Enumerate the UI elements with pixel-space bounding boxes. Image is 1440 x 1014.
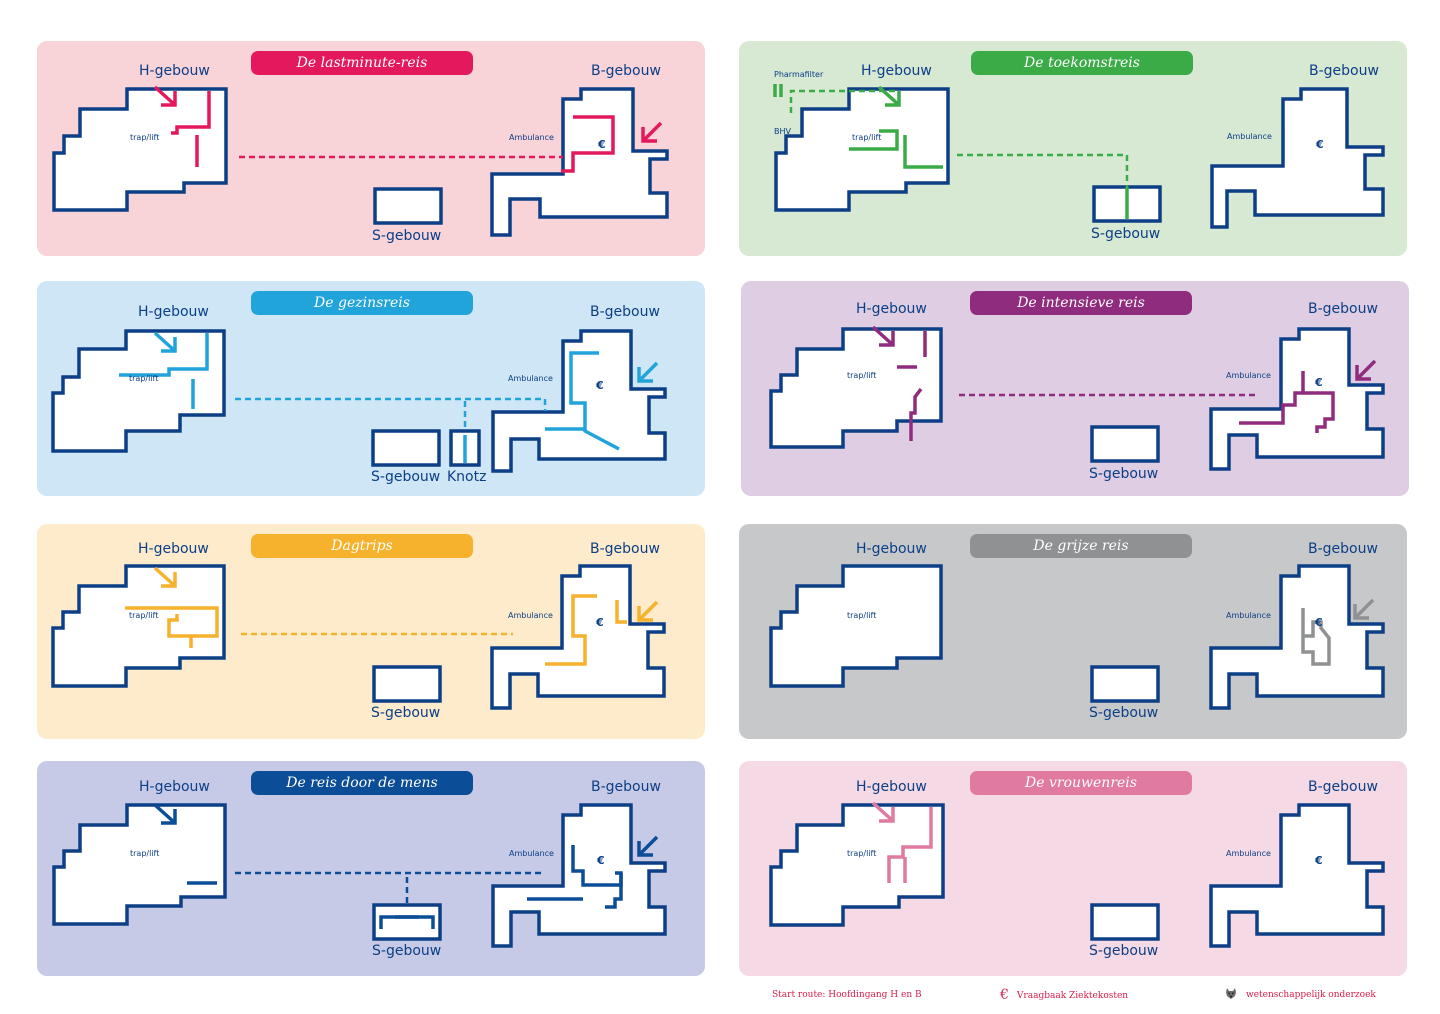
panel-reis-door-de-mens: De reis door de mens H-gebouw B-gebouw S… <box>37 761 705 976</box>
ambulance-label: Ambulance <box>1226 371 1271 380</box>
h-gebouw-label: H-gebouw <box>856 541 927 557</box>
s-gebouw-label: S-gebouw <box>1089 705 1159 721</box>
map-toekomst <box>773 84 1385 229</box>
euro-icon: € <box>598 138 606 151</box>
ambulance-label: Ambulance <box>1227 132 1272 141</box>
legend-research-text: wetenschappelijk onderzoek <box>1246 990 1376 1000</box>
panel-title: De intensieve reis <box>970 291 1192 315</box>
h-gebouw-label: H-gebouw <box>856 779 927 795</box>
map-vrouwen <box>769 801 1385 948</box>
trap-lift-label: trap/lift <box>129 374 159 383</box>
panel-dagtrips: Dagtrips H-gebouw B-gebouw S-gebouw trap… <box>37 524 705 739</box>
euro-icon: € <box>596 616 604 629</box>
panel-title: De grijze reis <box>970 534 1192 558</box>
trap-lift-label: trap/lift <box>847 611 877 620</box>
bhv-label: BHV <box>774 127 791 136</box>
s-gebouw-label: S-gebouw <box>372 228 442 244</box>
s-gebouw-label: S-gebouw <box>1089 943 1159 959</box>
map-intensieve <box>769 325 1385 471</box>
trap-lift-label: trap/lift <box>130 849 160 858</box>
s-gebouw-label: S-gebouw <box>1091 226 1161 242</box>
ambulance-label: Ambulance <box>1226 849 1271 858</box>
h-gebouw-label: H-gebouw <box>139 779 210 795</box>
panel-toekomst: De toekomstreis H-gebouw B-gebouw S-gebo… <box>739 41 1407 256</box>
euro-icon: € <box>1315 854 1323 867</box>
b-gebouw-label: B-gebouw <box>590 541 660 557</box>
b-gebouw-label: B-gebouw <box>1308 779 1378 795</box>
panel-title: De reis door de mens <box>251 771 473 795</box>
legend-vraagbaak: € Vraagbaak Ziektekosten <box>1000 986 1128 1004</box>
s-gebouw-label: S-gebouw <box>371 705 441 721</box>
h-gebouw-label: H-gebouw <box>138 541 209 557</box>
panel-title: De vrouwenreis <box>970 771 1192 795</box>
ambulance-label: Ambulance <box>509 133 554 142</box>
h-gebouw-label: H-gebouw <box>138 304 209 320</box>
ambulance-label: Ambulance <box>1226 611 1271 620</box>
euro-icon: € <box>597 854 605 867</box>
panel-gezins: De gezinsreis H-gebouw B-gebouw S-gebouw… <box>37 281 705 496</box>
panel-grijze: De grijze reis H-gebouw B-gebouw S-gebou… <box>739 524 1407 739</box>
h-gebouw-label: H-gebouw <box>861 63 932 79</box>
euro-icon: € <box>1000 987 1009 1003</box>
trap-lift-label: trap/lift <box>847 371 877 380</box>
raccoon-icon <box>1226 988 1236 999</box>
b-gebouw-label: B-gebouw <box>591 63 661 79</box>
legend-vraagbaak-text: Vraagbaak Ziektekosten <box>1016 991 1129 1001</box>
pharmafilter-label: Pharmafilter <box>774 70 824 79</box>
legend-start-route: Start route: Hoofdingang H en B <box>772 986 922 1004</box>
h-gebouw-label: H-gebouw <box>139 63 210 79</box>
b-gebouw-label: B-gebouw <box>590 304 660 320</box>
map-gezins <box>51 329 667 473</box>
panel-intensieve: De intensieve reis H-gebouw B-gebouw S-g… <box>741 281 1409 496</box>
map-reis-door-de-mens <box>52 803 667 948</box>
panel-title: De gezinsreis <box>251 291 473 315</box>
trap-lift-label: trap/lift <box>130 133 160 142</box>
panel-title: De lastminute-reis <box>251 51 473 75</box>
b-gebouw-label: B-gebouw <box>1309 63 1379 79</box>
ambulance-label: Ambulance <box>508 374 553 383</box>
s-gebouw-label: S-gebouw <box>371 469 441 485</box>
ambulance-label: Ambulance <box>509 849 554 858</box>
trap-lift-label: trap/lift <box>129 611 159 620</box>
b-gebouw-label: B-gebouw <box>1308 541 1378 557</box>
h-gebouw-label: H-gebouw <box>856 301 927 317</box>
b-gebouw-label: B-gebouw <box>591 779 661 795</box>
panel-title: Dagtrips <box>251 534 473 558</box>
trap-lift-label: trap/lift <box>852 133 882 142</box>
euro-icon: € <box>1316 138 1324 151</box>
s-gebouw-label: S-gebouw <box>1089 466 1159 482</box>
map-dagtrips <box>51 564 666 710</box>
euro-icon: € <box>596 379 604 392</box>
map-grijze <box>769 564 1385 710</box>
ambulance-label: Ambulance <box>508 611 553 620</box>
panel-lastminute: De lastminute-reis H-gebouw B-gebouw S-g… <box>37 41 705 256</box>
euro-icon: € <box>1315 616 1323 629</box>
knotz-label: Knotz <box>447 469 487 485</box>
euro-icon: € <box>1315 376 1323 389</box>
trap-lift-label: trap/lift <box>847 849 877 858</box>
panel-vrouwen: De vrouwenreis H-gebouw B-gebouw S-gebou… <box>739 761 1407 976</box>
map-lastminute <box>52 85 669 237</box>
legend-research: wetenschappelijk onderzoek <box>1224 986 1376 1004</box>
s-gebouw-label: S-gebouw <box>372 943 442 959</box>
legend-start-text: Start route: Hoofdingang H en B <box>772 990 922 1000</box>
b-gebouw-label: B-gebouw <box>1308 301 1378 317</box>
panel-title: De toekomstreis <box>971 51 1193 75</box>
